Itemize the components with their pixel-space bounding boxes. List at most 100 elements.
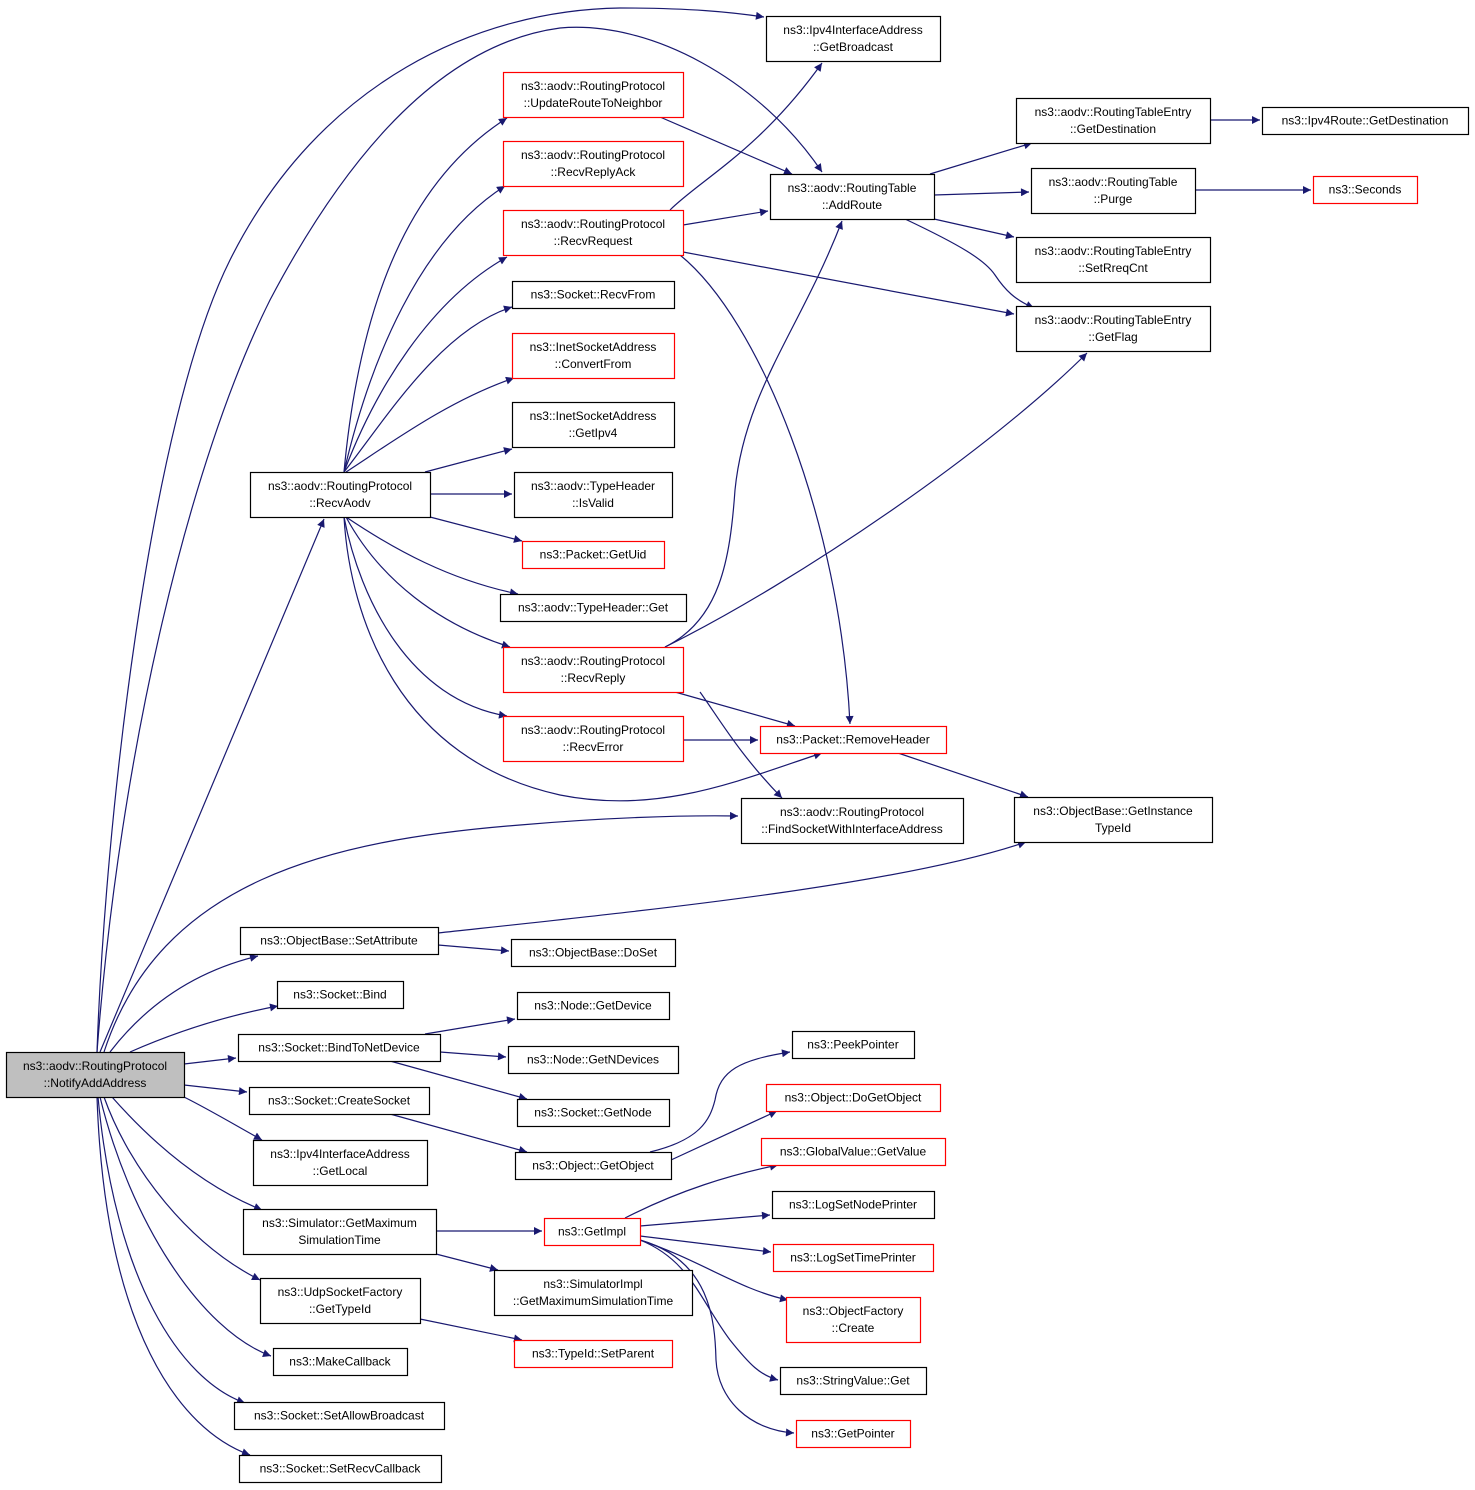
node-label: ::GetFlag <box>1088 330 1137 344</box>
node-notify[interactable]: ns3::aodv::RoutingProtocol::NotifyAddAdd… <box>5 1051 186 1099</box>
node-gvgetvalue[interactable]: ns3::GlobalValue::GetValue <box>760 1137 947 1167</box>
node-setattr[interactable]: ns3::ObjectBase::SetAttribute <box>239 926 440 956</box>
node-box <box>252 1139 429 1187</box>
edge-recvaodv-to-thget <box>345 516 519 597</box>
node-box <box>740 797 965 845</box>
node-makecb[interactable]: ns3::MakeCallback <box>272 1347 409 1377</box>
node-box <box>502 715 685 763</box>
node-simmax[interactable]: ns3::Simulator::GetMaximumSimulationTime <box>242 1208 438 1256</box>
node-label: ns3::Packet::GetUid <box>540 548 647 562</box>
node-recverror[interactable]: ns3::aodv::RoutingProtocol::RecvError <box>502 715 685 763</box>
node-getptr[interactable]: ns3::GetPointer <box>795 1419 912 1449</box>
node-recvreply[interactable]: ns3::aodv::RoutingProtocol::RecvReply <box>502 646 685 694</box>
node-simimplmax[interactable]: ns3::SimulatorImpl::GetMaximumSimulation… <box>493 1269 694 1317</box>
node-getlocal[interactable]: ns3::Ipv4InterfaceAddress::GetLocal <box>252 1139 429 1187</box>
node-box <box>502 209 685 257</box>
node-label: ::UpdateRouteToNeighbor <box>524 96 663 110</box>
node-box <box>507 1045 680 1075</box>
node-label: ns3::aodv::RoutingTable <box>1049 175 1178 189</box>
node-thget[interactable]: ns3::aodv::TypeHeader::Get <box>499 593 688 623</box>
node-strget[interactable]: ns3::StringValue::Get <box>779 1366 928 1396</box>
node-replyack[interactable]: ns3::aodv::RoutingProtocol::RecvReplyAck <box>502 140 685 188</box>
node-setrecvcb[interactable]: ns3::Socket::SetRecvCallback <box>238 1454 443 1484</box>
node-box <box>499 593 688 623</box>
edge-setattr-to-doset <box>437 944 510 955</box>
edge-recvaodv-to-recvreq <box>343 256 508 473</box>
node-setparent[interactable]: ns3::TypeId::SetParent <box>513 1339 674 1369</box>
node-box <box>249 471 432 519</box>
node-sockgetnode[interactable]: ns3::Socket::GetNode <box>516 1098 671 1128</box>
node-label: ns3::PeekPointer <box>807 1038 898 1052</box>
node-peekptr[interactable]: ns3::PeekPointer <box>791 1030 916 1060</box>
node-bcast[interactable]: ns3::Ipv4InterfaceAddress::GetBroadcast <box>765 15 942 63</box>
node-label: ns3::Packet::RemoveHeader <box>776 733 929 747</box>
node-box <box>242 1208 438 1256</box>
node-doset[interactable]: ns3::ObjectBase::DoSet <box>510 938 677 968</box>
node-getflag[interactable]: ns3::aodv::RoutingTableEntry::GetFlag <box>1015 305 1212 353</box>
node-label: ::SetRreqCnt <box>1078 261 1148 275</box>
node-label: ns3::Socket::SetAllowBroadcast <box>254 1409 425 1423</box>
node-box <box>1015 236 1212 284</box>
node-label: ns3::Ipv4Route::GetDestination <box>1282 114 1449 128</box>
edge-setattr-to-getinst <box>437 840 1027 934</box>
node-label: ::Purge <box>1094 192 1133 206</box>
node-label: ::RecvReply <box>561 671 626 685</box>
edge-recvaodv-to-recvfrom <box>343 305 513 473</box>
node-addroute[interactable]: ns3::aodv::RoutingTable::AddRoute <box>769 173 936 221</box>
node-bind[interactable]: ns3::Socket::Bind <box>276 980 405 1010</box>
node-box <box>1013 796 1214 844</box>
node-getdevice[interactable]: ns3::Node::GetDevice <box>516 991 671 1021</box>
node-recvreq[interactable]: ns3::aodv::RoutingProtocol::RecvRequest <box>502 209 685 257</box>
node-bindnet[interactable]: ns3::Socket::BindToNetDevice <box>237 1033 442 1063</box>
node-label: ::GetLocal <box>313 1164 368 1178</box>
node-label: SimulationTime <box>298 1233 381 1247</box>
node-updroute[interactable]: ns3::aodv::RoutingProtocol::UpdateRouteT… <box>502 71 685 119</box>
node-box <box>760 1137 947 1167</box>
node-ipv4dest[interactable]: ns3::Ipv4Route::GetDestination <box>1261 106 1470 136</box>
node-label: TypeId <box>1095 821 1131 835</box>
node-getndev[interactable]: ns3::Node::GetNDevices <box>507 1045 680 1075</box>
node-lognode[interactable]: ns3::LogSetNodePrinter <box>771 1190 936 1220</box>
node-box <box>795 1419 912 1449</box>
edge-notify-to-setrecvcb <box>96 1096 251 1457</box>
node-purge[interactable]: ns3::aodv::RoutingTable::Purge <box>1030 167 1197 215</box>
node-findsock[interactable]: ns3::aodv::RoutingProtocol::FindSocketWi… <box>740 797 965 845</box>
node-getobject[interactable]: ns3::Object::GetObject <box>514 1151 673 1181</box>
node-getuid[interactable]: ns3::Packet::GetUid <box>521 540 666 570</box>
node-convfrom[interactable]: ns3::InetSocketAddress::ConvertFrom <box>511 332 676 380</box>
node-recvaodv[interactable]: ns3::aodv::RoutingProtocol::RecvAodv <box>249 471 432 519</box>
edge-addroute-to-purge <box>933 188 1030 197</box>
node-label: ::FindSocketWithInterfaceAddress <box>761 822 942 836</box>
node-setrreq[interactable]: ns3::aodv::RoutingTableEntry::SetRreqCnt <box>1015 236 1212 284</box>
node-box <box>239 926 440 956</box>
edge-notify-to-setattr <box>109 953 259 1053</box>
node-label: ns3::aodv::RoutingProtocol <box>268 479 412 493</box>
node-box <box>502 646 685 694</box>
node-recvfrom[interactable]: ns3::Socket::RecvFrom <box>511 280 676 310</box>
edge-recvreq-to-bcast <box>669 62 823 211</box>
node-label: ns3::aodv::RoutingProtocol <box>521 79 665 93</box>
node-box <box>511 280 676 310</box>
node-udptypeid[interactable]: ns3::UdpSocketFactory::GetTypeId <box>259 1277 422 1325</box>
node-label: ns3::Socket::GetNode <box>534 1106 652 1120</box>
node-box <box>769 173 936 221</box>
node-createsock[interactable]: ns3::Socket::CreateSocket <box>248 1086 431 1116</box>
node-getipv4[interactable]: ns3::InetSocketAddress::GetIpv4 <box>511 401 676 449</box>
node-box <box>759 725 948 755</box>
node-dogetobj[interactable]: ns3::Object::DoGetObject <box>765 1083 942 1113</box>
edge-recvreply-to-getflag <box>664 352 1088 648</box>
node-objfactory[interactable]: ns3::ObjectFactory::Create <box>785 1296 922 1344</box>
node-label: ns3::Socket::Bind <box>293 988 386 1002</box>
node-seconds[interactable]: ns3::Seconds <box>1312 175 1419 205</box>
node-box <box>510 938 677 968</box>
node-label: ns3::ObjectBase::SetAttribute <box>260 934 418 948</box>
node-getdest[interactable]: ns3::aodv::RoutingTableEntry::GetDestina… <box>1015 97 1212 145</box>
node-isvalid[interactable]: ns3::aodv::TypeHeader::IsValid <box>513 471 674 519</box>
node-logtime[interactable]: ns3::LogSetTimePrinter <box>772 1243 935 1273</box>
node-getimpl[interactable]: ns3::GetImpl <box>543 1217 642 1247</box>
node-label: ns3::GlobalValue::GetValue <box>780 1145 927 1159</box>
edge-notify-to-bcast <box>96 7 765 1053</box>
node-allowbcast[interactable]: ns3::Socket::SetAllowBroadcast <box>233 1401 446 1431</box>
node-rmheader[interactable]: ns3::Packet::RemoveHeader <box>759 725 948 755</box>
